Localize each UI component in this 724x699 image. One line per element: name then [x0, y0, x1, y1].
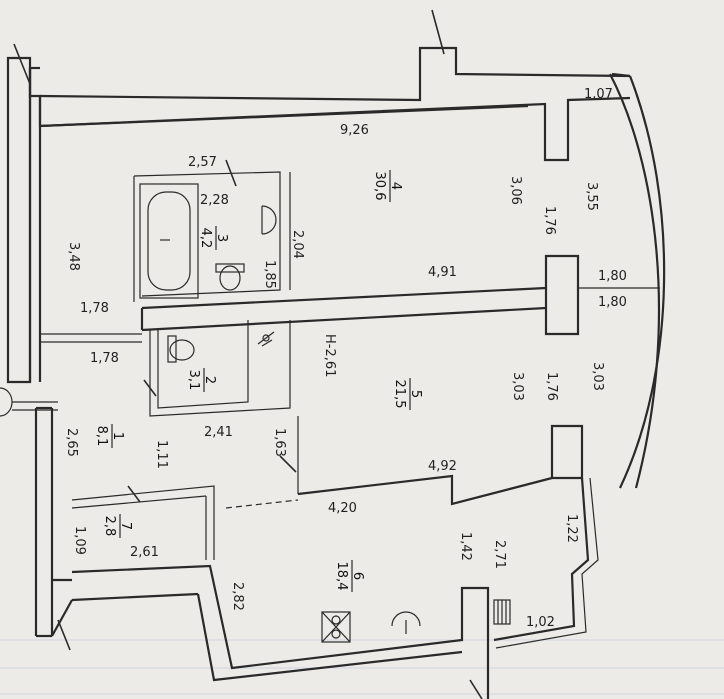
room-number: 7	[118, 522, 133, 530]
dim-left-wall: 3,48	[66, 242, 81, 271]
room-area: 21,5	[392, 380, 407, 409]
dim-room4-top: 9,26	[340, 123, 369, 138]
dim-pillar-width-b: 1,80	[598, 295, 627, 310]
room-label-2: 2 3,1	[186, 368, 217, 392]
dim-door-gap: 1,63	[272, 428, 287, 457]
room-number: 3	[214, 234, 229, 242]
dim-bath-inner: 1,85	[262, 260, 277, 289]
room-area: 18,4	[334, 562, 349, 591]
dim-storage-width: 2,61	[130, 545, 159, 560]
room-number: 2	[202, 376, 217, 384]
dim-kitchen-depth: 1,42	[458, 532, 473, 561]
toilet-icon	[215, 263, 245, 291]
kitchen-sink-icon	[391, 611, 421, 634]
entrance-arc-icon	[0, 387, 58, 417]
room-label-7: 7 2,8	[102, 514, 133, 538]
dim-room5-depth2: 3,03	[590, 362, 605, 391]
dim-corridor-top: 2,57	[188, 155, 217, 170]
room-label-4: 4 30,6	[372, 170, 403, 202]
dim-kitchen-side: 2,82	[230, 582, 245, 611]
room-area: 4,2	[198, 228, 213, 249]
dim-pillar-lower: 1,76	[544, 372, 559, 401]
dim-hall-inner: 1,11	[154, 440, 169, 469]
room-area: 3,1	[186, 370, 201, 391]
paper-grid	[0, 639, 724, 695]
dim-room5-width: 4,92	[428, 459, 457, 474]
room-label-1: 1 8,1	[94, 424, 125, 448]
dim-kitchen-top: 4,20	[328, 501, 357, 516]
bathtub-icon	[139, 183, 199, 299]
room-number: 1	[110, 432, 125, 440]
dim-storage-height: 1,09	[72, 526, 87, 555]
toilet-icon-wc	[167, 335, 195, 363]
dim-bath-width: 2,28	[200, 193, 229, 208]
dim-top-outer-right: 1,07	[584, 87, 613, 102]
dim-room5-depth: 3,03	[510, 372, 525, 401]
dim-pillar-width-a: 1,80	[598, 269, 627, 284]
room-area: 8,1	[94, 426, 109, 447]
dim-bath-height: 2,04	[290, 230, 305, 259]
dim-wc-width: 2,41	[204, 425, 233, 440]
room-label-5: 5 21,5	[392, 378, 423, 410]
dim-room4-width: 4,91	[428, 265, 457, 280]
dim-hall-left-b: 1,78	[90, 351, 119, 366]
sink-icon	[261, 205, 277, 235]
dim-kitchen-depth2: 2,71	[492, 540, 507, 569]
stove-icon	[321, 611, 351, 643]
dim-height-note: H-2,61	[322, 334, 337, 377]
shower-icon	[257, 331, 275, 347]
room-number: 6	[350, 572, 365, 580]
dim-balcony-a: 1,22	[564, 514, 579, 543]
outer-walls	[6, 46, 666, 699]
dim-room4-depth2: 3,55	[584, 182, 599, 211]
room-area: 30,6	[372, 172, 387, 201]
room-label-3: 3 4,2	[198, 226, 229, 250]
dim-balcony-b: 1,02	[526, 615, 555, 630]
room-number: 5	[408, 390, 423, 398]
dim-room4-depth: 3,06	[508, 176, 523, 205]
dim-pillar-upper: 1,76	[542, 206, 557, 235]
dimension-ticks	[13, 9, 483, 699]
dim-hall-left-a: 1,78	[80, 301, 109, 316]
room-label-6: 6 18,4	[334, 560, 365, 592]
room-area: 2,8	[102, 516, 117, 537]
room-number: 4	[388, 182, 403, 190]
radiator-icon	[493, 599, 511, 625]
dim-hall-depth: 2,65	[64, 428, 79, 457]
